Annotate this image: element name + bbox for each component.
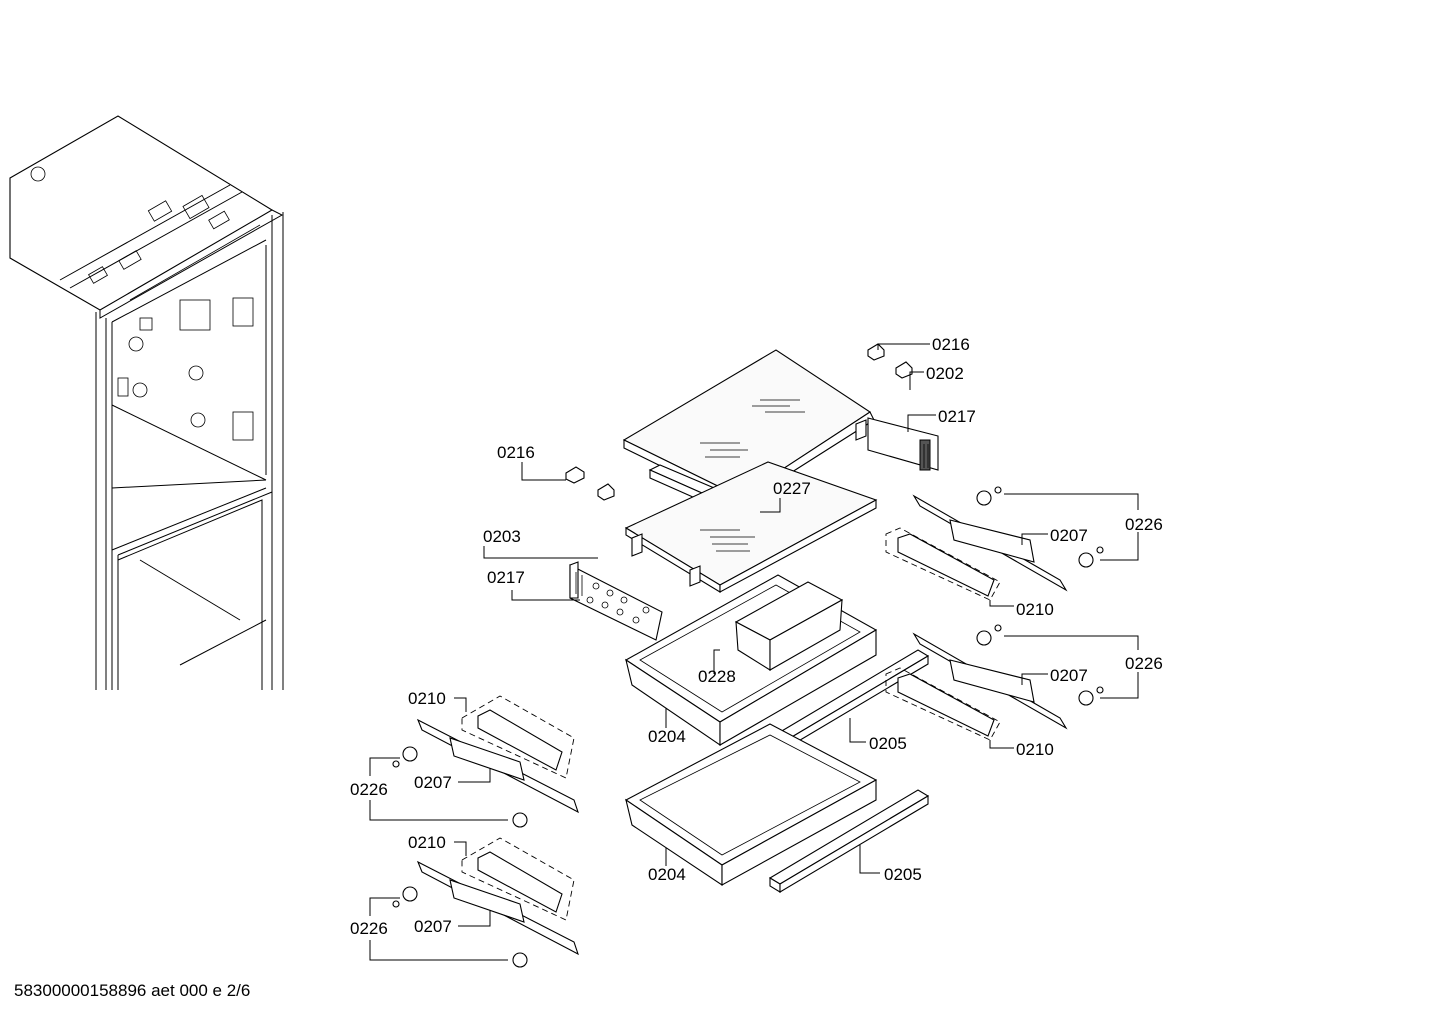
drawer-lower <box>624 723 878 887</box>
callout-0226-right-upper: 0226 <box>1125 515 1163 534</box>
callout-0216-top: 0216 <box>932 335 970 354</box>
shelf-support-left <box>569 561 663 641</box>
document-reference: 58300000158896 aet 000 e 2/6 <box>14 981 251 1000</box>
callout-0226-left-lower: 0226 <box>350 919 388 938</box>
callout-0207-left-lower: 0207 <box>414 917 452 936</box>
callout-0202: 0202 <box>926 364 964 383</box>
callout-0205-lower: 0205 <box>884 865 922 884</box>
callout-0204-upper: 0204 <box>648 727 686 746</box>
telescopic-rail-left-lower <box>392 837 579 968</box>
callout-0205-upper: 0205 <box>869 734 907 753</box>
callout-0210-left-lower: 0210 <box>408 833 446 852</box>
callout-0207-right-upper: 0207 <box>1050 526 1088 545</box>
callout-0216-left: 0216 <box>497 443 535 462</box>
callout-0227: 0227 <box>773 479 811 498</box>
telescopic-rail-left-upper <box>392 695 579 828</box>
shelf-clip-top <box>867 343 913 379</box>
telescopic-rail-right-upper <box>885 486 1104 601</box>
callout-0210-right-upper: 0210 <box>1016 600 1054 619</box>
appliance-cabinet <box>9 115 284 690</box>
callout-0228: 0228 <box>698 667 736 686</box>
callout-0210-right-lower: 0210 <box>1016 740 1054 759</box>
callout-0217-right: 0217 <box>938 407 976 426</box>
glass-shelf-lower <box>624 461 878 593</box>
callout-0203: 0203 <box>483 527 521 546</box>
callout-0207-left-upper: 0207 <box>414 773 452 792</box>
callout-0210-left-upper: 0210 <box>408 689 446 708</box>
callout-0207-right-lower: 0207 <box>1050 666 1088 685</box>
telescopic-rail-right-lower <box>885 624 1104 741</box>
drawer-front-strip-lower <box>768 789 930 893</box>
callout-0204-lower: 0204 <box>648 865 686 884</box>
shelf-clip-left <box>565 466 615 501</box>
leader-lines <box>369 343 1139 961</box>
callout-0226-left-upper: 0226 <box>350 780 388 799</box>
callout-0226-right-lower: 0226 <box>1125 654 1163 673</box>
callout-0217-left: 0217 <box>487 568 525 587</box>
storage-box <box>734 581 844 671</box>
shelf-support-right <box>855 417 939 471</box>
